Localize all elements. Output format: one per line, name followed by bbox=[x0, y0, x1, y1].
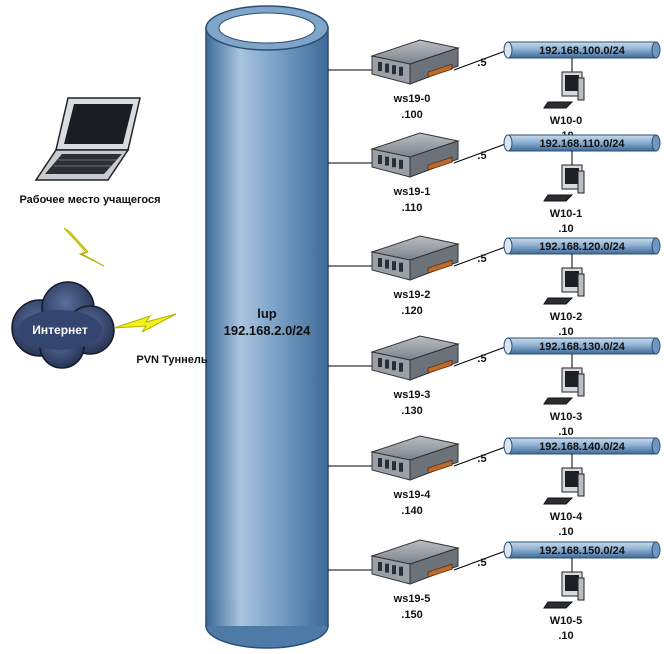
server-ip: .150 bbox=[401, 609, 422, 621]
computer-icon bbox=[543, 367, 585, 405]
lan-link bbox=[453, 345, 509, 367]
branch-2 bbox=[328, 235, 661, 305]
server-ip: .130 bbox=[401, 405, 422, 417]
network-pipe bbox=[503, 41, 661, 59]
server-name: ws19-3 bbox=[393, 389, 431, 401]
client-ip: .10 bbox=[558, 426, 573, 438]
branch-0 bbox=[328, 39, 661, 109]
lightning-icon-tunnel bbox=[113, 313, 177, 333]
server-name: ws19-5 bbox=[393, 593, 431, 605]
branch-3 bbox=[328, 335, 661, 405]
laptop-icon bbox=[34, 97, 141, 181]
computer-icon bbox=[543, 571, 585, 609]
server-ip: .100 bbox=[401, 109, 422, 121]
backbone-pipe bbox=[205, 5, 329, 649]
network-label: 192.168.100.0/24 bbox=[539, 45, 626, 57]
network-pipe bbox=[503, 134, 661, 152]
client-name: W10-4 bbox=[550, 511, 583, 523]
network-pipe bbox=[503, 337, 661, 355]
network-label: 192.168.120.0/24 bbox=[539, 241, 626, 253]
lan-link bbox=[453, 549, 509, 571]
client-name: W10-5 bbox=[550, 615, 582, 627]
branch-4 bbox=[328, 435, 661, 505]
computer-icon bbox=[543, 71, 585, 109]
server-icon bbox=[370, 435, 460, 481]
router-ip: .5 bbox=[477, 453, 486, 465]
router-ip: .5 bbox=[477, 57, 486, 69]
computer-icon bbox=[543, 467, 585, 505]
server-icon bbox=[370, 39, 460, 85]
server-name: ws19-1 bbox=[393, 186, 431, 198]
network-label: 192.168.130.0/24 bbox=[539, 341, 626, 353]
backbone-name: lup bbox=[257, 306, 277, 321]
client-name: W10-1 bbox=[550, 208, 582, 220]
client-ip: .10 bbox=[558, 630, 573, 642]
computer-icon bbox=[543, 164, 585, 202]
server-icon bbox=[370, 335, 460, 381]
branch-5 bbox=[328, 539, 661, 609]
client-ip: .10 bbox=[558, 526, 573, 538]
router-ip: .5 bbox=[477, 557, 486, 569]
network-pipe bbox=[503, 237, 661, 255]
computer-icon bbox=[543, 267, 585, 305]
router-ip: .5 bbox=[477, 353, 486, 365]
server-ip: .110 bbox=[402, 202, 423, 214]
lan-link bbox=[453, 49, 509, 71]
workstation-label: Рабочее место учащегося bbox=[19, 194, 160, 206]
server-ip: .140 bbox=[401, 505, 422, 517]
lan-link bbox=[453, 445, 509, 467]
backbone-subnet: 192.168.2.0/24 bbox=[224, 323, 312, 338]
server-name: ws19-0 bbox=[393, 93, 431, 105]
router-ip: .5 bbox=[477, 253, 486, 265]
network-pipe bbox=[503, 437, 661, 455]
server-ip: .120 bbox=[401, 305, 422, 317]
server-name: ws19-4 bbox=[393, 489, 432, 501]
cloud-icon bbox=[11, 281, 115, 369]
client-ip: .10 bbox=[558, 223, 573, 235]
router-ip: .5 bbox=[477, 150, 486, 162]
lightning-icon-upper bbox=[63, 227, 105, 267]
client-name: W10-0 bbox=[550, 115, 582, 127]
branch-1 bbox=[328, 132, 661, 202]
server-icon bbox=[370, 132, 460, 178]
lan-link bbox=[453, 245, 509, 267]
network-label: 192.168.140.0/24 bbox=[539, 441, 626, 453]
tunnel-label: PVN Туннель bbox=[136, 354, 207, 366]
network-label: 192.168.150.0/24 bbox=[539, 545, 626, 557]
client-ip: .10 bbox=[558, 326, 573, 338]
server-icon bbox=[370, 539, 460, 585]
server-name: ws19-2 bbox=[393, 289, 431, 301]
internet-label: Интернет bbox=[32, 323, 88, 337]
server-icon bbox=[370, 235, 460, 281]
network-pipe bbox=[503, 541, 661, 559]
client-name: W10-3 bbox=[550, 411, 582, 423]
network-label: 192.168.110.0/24 bbox=[539, 138, 625, 150]
lan-link bbox=[453, 142, 509, 164]
client-name: W10-2 bbox=[550, 311, 582, 323]
